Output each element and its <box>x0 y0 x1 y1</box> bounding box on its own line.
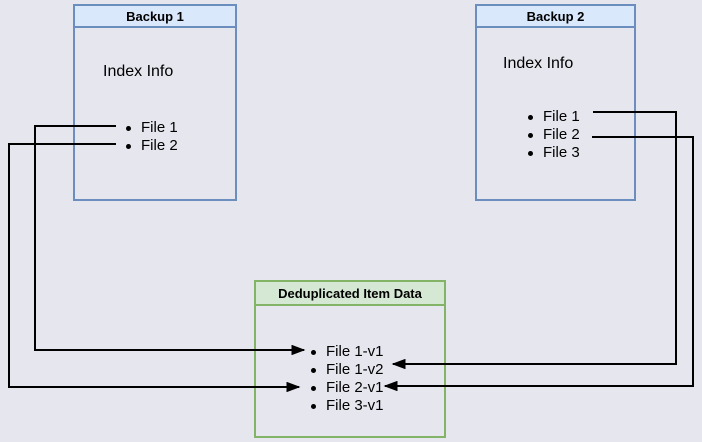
backup2-file-list: File 1 File 2 File 3 <box>528 108 580 162</box>
backup2-file-3: File 3 <box>528 144 580 162</box>
backup1-file-1: File 1 <box>126 119 178 137</box>
dedup-file-1v1: File 1-v1 <box>311 343 384 361</box>
backup1-file-list: File 1 File 2 <box>126 119 178 155</box>
dedup-file-3v1: File 3-v1 <box>311 397 384 415</box>
dedup-file-2v1: File 2-v1 <box>311 379 384 397</box>
dedup-box: Deduplicated Item Data File 1-v1 File 1-… <box>254 280 446 438</box>
dedup-item-list: File 1-v1 File 1-v2 File 2-v1 File 3-v1 <box>311 343 384 415</box>
backup1-file-2: File 2 <box>126 137 178 155</box>
backup1-title: Backup 1 <box>75 6 235 28</box>
dedup-file-1v2: File 1-v2 <box>311 361 384 379</box>
backup2-title: Backup 2 <box>477 6 634 28</box>
dedup-title: Deduplicated Item Data <box>256 282 444 306</box>
backup2-box: Backup 2 Index Info File 1 File 2 File 3 <box>475 4 636 201</box>
backup2-file-1: File 1 <box>528 108 580 126</box>
backup1-index-info-label: Index Info <box>103 63 174 80</box>
backup2-index-info-label: Index Info <box>503 55 574 72</box>
backup2-file-2: File 2 <box>528 126 580 144</box>
backup1-box: Backup 1 Index Info File 1 File 2 <box>73 4 237 201</box>
